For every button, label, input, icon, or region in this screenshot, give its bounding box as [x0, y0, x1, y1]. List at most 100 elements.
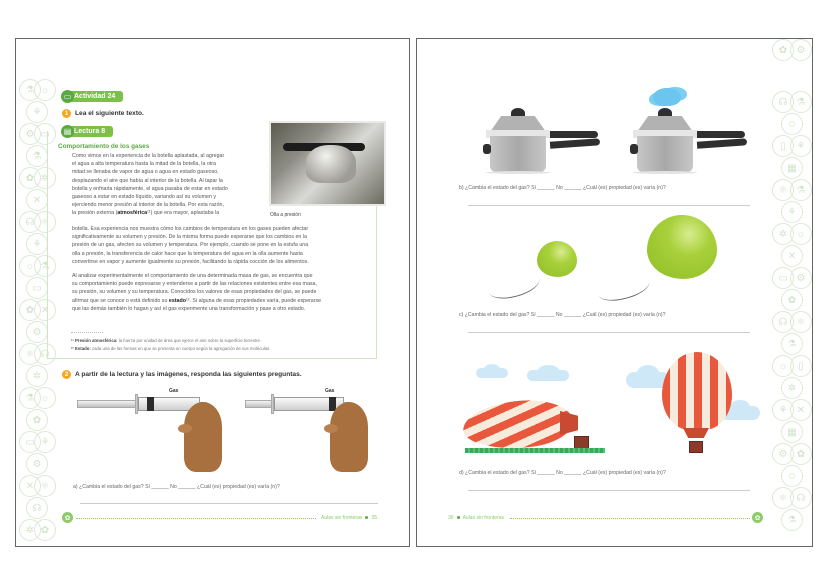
- bold-term: atmosférica: [117, 210, 148, 217]
- text-line: su presión, su volumen y su temperatura.…: [72, 289, 317, 296]
- footer-dotted-line: [76, 518, 316, 519]
- science-icon: ✲: [26, 365, 48, 387]
- syringe-plunger: [77, 400, 137, 408]
- science-icon: ⚗: [781, 509, 803, 531]
- lectura-label-text: Lectura 8: [74, 128, 106, 135]
- cooker-rim: [486, 130, 550, 138]
- cooker-lid: [490, 116, 546, 132]
- cooker-side-handle: [630, 144, 638, 154]
- footer-book-title: Aulas sin fronteras: [462, 515, 504, 521]
- science-icon: ⚗: [781, 333, 803, 355]
- steam-cloud: [653, 88, 681, 106]
- science-icon: ▦: [781, 421, 803, 443]
- syringe-stopper: [147, 397, 154, 411]
- lectura-title: Comportamiento de los gases: [58, 143, 150, 150]
- balloon-large: [647, 215, 717, 279]
- footnote: ¹² Estado: cada una de las formas en que…: [71, 345, 270, 353]
- hand-thumb: [324, 424, 338, 433]
- page-number: 35: [371, 515, 377, 521]
- lectura-label: Lectura 8: [70, 126, 114, 137]
- pressure-cooker-closed: [480, 108, 610, 178]
- answer-line-b[interactable]: [468, 205, 750, 206]
- science-icon: ⚙: [26, 453, 48, 475]
- cloud: [720, 399, 760, 420]
- syringe-stopper: [329, 397, 336, 411]
- syringe-plunger: [245, 400, 273, 408]
- science-icon: ✕: [26, 189, 48, 211]
- text-line: presión de un gas, afecten su volumen y …: [72, 242, 309, 249]
- footnote-text: cada una de las formas en que se present…: [90, 346, 271, 351]
- science-icon: ⚙: [26, 321, 48, 343]
- reading-icon: ▤: [61, 125, 74, 138]
- science-icon: ✲: [34, 167, 56, 189]
- cooker-body: [637, 136, 693, 172]
- science-icon: ⚙: [790, 39, 812, 61]
- science-icon: ⚘: [34, 431, 56, 453]
- text-line: que las demás también lo hagan y así el …: [72, 305, 306, 312]
- cooker-shadow: [633, 171, 697, 174]
- cooker-knob: [658, 108, 672, 118]
- paragraph-1-continued: botella. Esa experiencia nos muestra cóm…: [72, 225, 382, 266]
- science-icon: ⚙: [790, 267, 812, 289]
- paragraph-1: Como vimos en la experiencia de la botel…: [72, 152, 272, 218]
- activity-label-text: Actividad 24: [74, 93, 116, 100]
- science-icon: ▦: [781, 157, 803, 179]
- flower-logo-icon: ✿: [752, 512, 763, 523]
- text-line: convertirse en vapor y aumente igualment…: [72, 258, 309, 265]
- science-icon: ✿: [781, 289, 803, 311]
- science-icon: ✕: [34, 299, 56, 321]
- syringe-flange: [271, 394, 274, 414]
- hand-illustration: [324, 402, 368, 472]
- paragraph-2: Al analizar experimentalmente el comport…: [72, 272, 382, 313]
- cooker-rim: [633, 130, 697, 138]
- text-line: afirmar que se conoce o está definido su…: [72, 297, 382, 305]
- text-fragment: la presión externa (: [72, 210, 118, 217]
- science-icon: ⚗: [790, 179, 812, 201]
- science-icon: ✿: [790, 443, 812, 465]
- gas-label: Gas: [169, 388, 179, 394]
- answer-line-d[interactable]: [468, 490, 750, 491]
- cooker-handle: [549, 138, 601, 149]
- cloud: [626, 364, 670, 388]
- cloud: [476, 363, 508, 378]
- science-icon: ☊: [26, 497, 48, 519]
- science-icon: ⚘: [26, 233, 48, 255]
- science-icon: ☊: [790, 487, 812, 509]
- science-icon: ⚘: [781, 201, 803, 223]
- science-icon: ✲: [781, 377, 803, 399]
- text-line: gaseoso a estar en estado líquido, varia…: [72, 194, 216, 201]
- balloon-basket: [689, 441, 703, 453]
- text-line: significativamente su volumen y presión.…: [72, 234, 307, 241]
- text-line: la presión externa (atmosférica¹¹) que e…: [72, 209, 272, 217]
- balloon-small: [537, 241, 577, 277]
- answer-line-a[interactable]: [80, 503, 378, 504]
- science-icon: ▭: [34, 123, 56, 145]
- question-c: c) ¿Cambia el estado del gas? Sí ______ …: [459, 312, 666, 318]
- science-icon: ⚘: [26, 101, 48, 123]
- cooker-shadow: [486, 171, 550, 174]
- page-gutter: [410, 38, 416, 547]
- text-line: mitad se llenaba de vapor de agua o agua…: [72, 169, 219, 176]
- photo-caption: Olla a presión: [270, 212, 301, 218]
- text-line: Como vimos en la experiencia de la botel…: [72, 153, 225, 159]
- science-icon: ⚛: [34, 211, 56, 233]
- science-icon: ⚗: [26, 145, 48, 167]
- science-icon: ✿: [26, 409, 48, 431]
- syringe-compressed: [77, 394, 207, 414]
- science-icon: ⚗: [34, 255, 56, 277]
- science-icon: ✕: [781, 245, 803, 267]
- hand-illustration: [178, 402, 222, 472]
- footnote-term: ¹² Estado:: [71, 346, 91, 351]
- footer-book-title: Aulas sin fronteras: [321, 515, 363, 521]
- balloon-neck: [560, 411, 578, 435]
- footnote-text: la fuerza por unidad de área que ejerce …: [117, 338, 262, 343]
- footer-dotted-line: [510, 518, 750, 519]
- grass: [465, 448, 605, 453]
- footnotes: ¹¹ Presión atmosférica: la fuerza por un…: [71, 337, 270, 353]
- answer-line-c[interactable]: [468, 332, 750, 333]
- footer-bullet: [456, 516, 460, 520]
- text-line: desplazando el aire que había al interio…: [72, 177, 223, 184]
- footnote-term: ¹¹ Presión atmosférica:: [71, 338, 118, 343]
- hand-thumb: [178, 424, 192, 433]
- cooker-body: [490, 136, 546, 172]
